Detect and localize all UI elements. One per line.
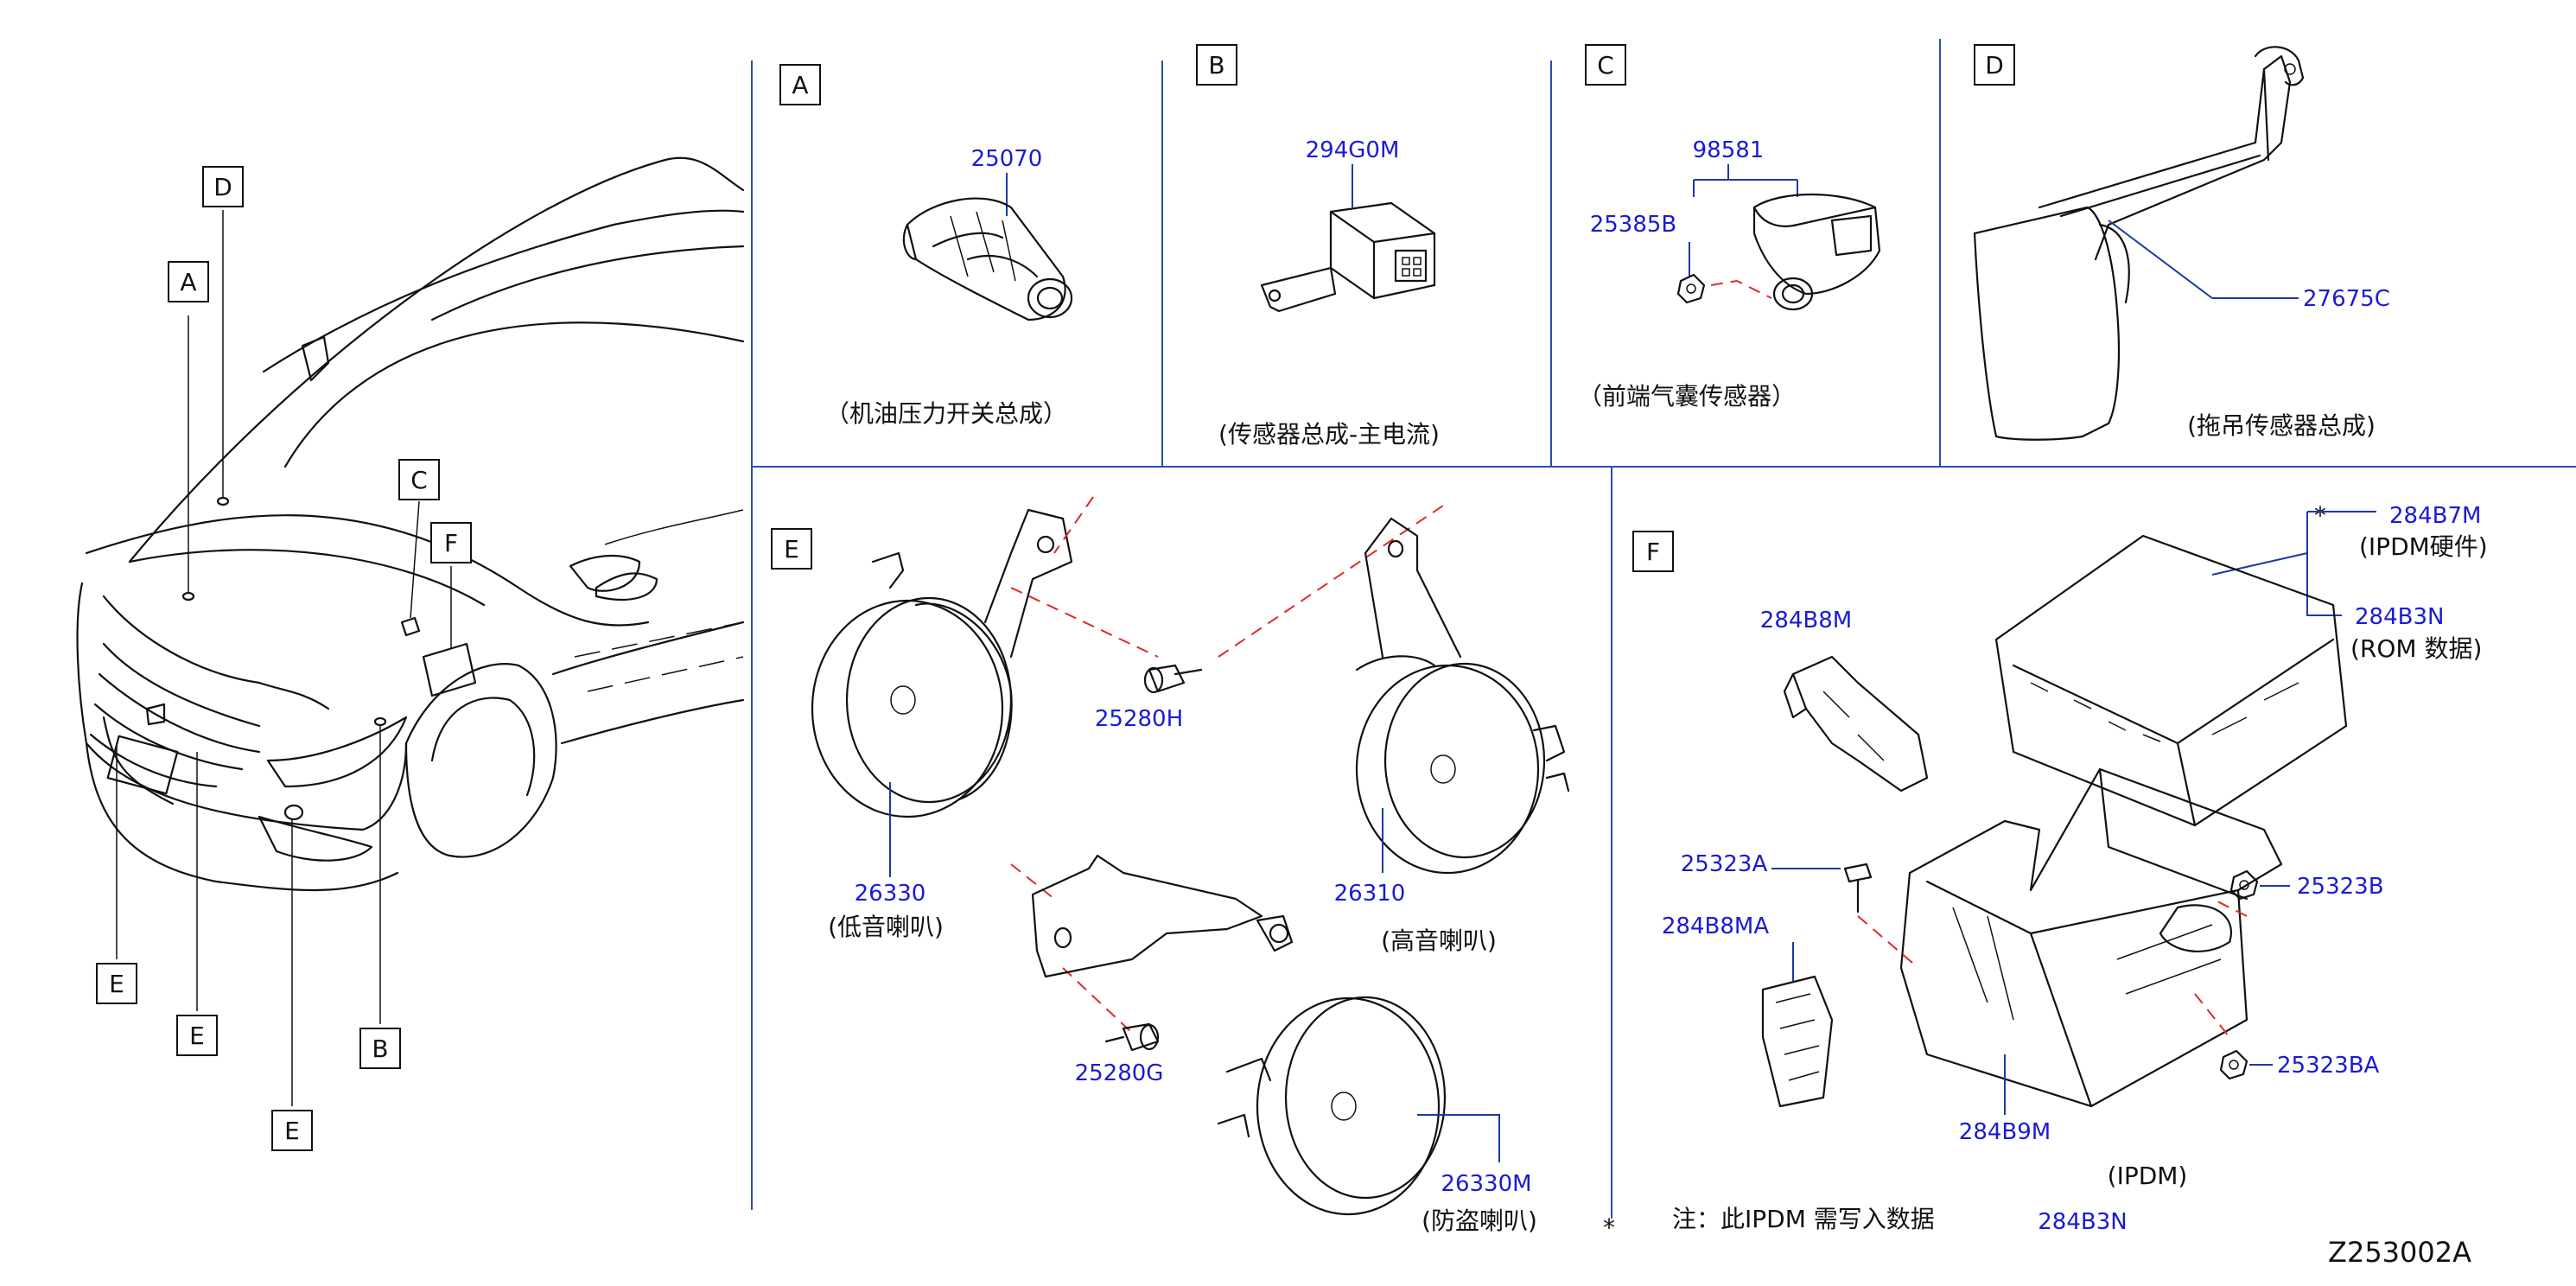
part-27675c: 27675C xyxy=(2303,286,2390,312)
svg-text:F: F xyxy=(444,529,458,557)
car-callout-d: D xyxy=(202,166,244,207)
panel-d-label: D xyxy=(1985,51,2004,80)
tow-sensor-icon xyxy=(1973,46,2305,441)
part-25385b: 25385B xyxy=(1590,212,1677,238)
panel-e: E 26330 (低音喇叭) 25280H xyxy=(771,496,1570,1235)
part-26330m: 26330M xyxy=(1441,1171,1531,1197)
footnote-star: * xyxy=(1603,1213,1615,1242)
note-rom-data: (ROM 数据) xyxy=(2350,634,2482,663)
security-horn-icon xyxy=(1217,996,1447,1216)
caption-low-horn: (低音喇叭) xyxy=(828,913,944,941)
star-marker: * xyxy=(2314,501,2326,530)
bolt-a-icon xyxy=(1843,863,1873,914)
bracket-a-icon xyxy=(1761,975,1834,1108)
panel-c-label: C xyxy=(1597,51,1614,80)
panel-a: A 25070 （机油压力开关总成） xyxy=(779,64,1073,428)
part-284b7m: 284B7M xyxy=(2389,503,2481,529)
caption-tow-sensor: (拖吊传感器总成) xyxy=(2187,411,2376,440)
svg-text:B: B xyxy=(372,1035,388,1063)
bolt-h-icon xyxy=(1143,664,1203,694)
caption-oil-pressure-switch: （机油压力开关总成） xyxy=(825,399,1067,428)
part-284b8ma: 284B8MA xyxy=(1662,914,1769,939)
part-284b8m: 284B8M xyxy=(1760,608,1852,633)
svg-text:E: E xyxy=(284,1117,300,1145)
high-horn-icon xyxy=(1355,517,1570,875)
panel-b-label: B xyxy=(1208,51,1224,80)
part-284b9m: 284B9M xyxy=(1959,1119,2051,1145)
car-callout-b: B xyxy=(359,1028,401,1069)
part-284b3n: 284B3N xyxy=(2355,604,2444,630)
car-illustration xyxy=(76,156,745,1106)
note-ipdm-hardware: (IPDM硬件) xyxy=(2359,532,2488,561)
part-294g0m: 294G0M xyxy=(1306,137,1400,163)
nut-ba-icon xyxy=(2219,1049,2248,1080)
caption-high-horn: (高音喇叭) xyxy=(1381,926,1497,955)
part-25280g: 25280G xyxy=(1075,1060,1164,1086)
footnote-part: 284B3N xyxy=(2038,1209,2127,1235)
svg-text:E: E xyxy=(189,1022,205,1050)
ipdm-cover-icon xyxy=(1994,534,2348,827)
part-25323a: 25323A xyxy=(1681,851,1768,877)
diagram-id: Z253002A xyxy=(2328,1236,2471,1269)
panel-separators xyxy=(751,39,2576,1219)
car-callout-e-2: E xyxy=(176,1015,218,1056)
nut-b-icon xyxy=(2229,869,2259,901)
car-callout-a: A xyxy=(168,261,209,302)
car-callout-e-1: E xyxy=(96,963,137,1004)
caption-ipdm: (IPDM) xyxy=(2108,1162,2188,1190)
car-callout-e-3: E xyxy=(271,1110,313,1151)
panel-f: F * 284B7M (IPDM硬件) 284B3N (ROM 数据) 284B… xyxy=(1632,501,2488,1190)
footnote: * 注：此IPDM 需写入数据 284B3N xyxy=(1603,1205,2128,1242)
caption-main-current-sensor: (传感器总成-主电流) xyxy=(1218,420,1440,449)
svg-text:C: C xyxy=(410,466,428,494)
car-callout-f: F xyxy=(430,522,472,563)
part-26310: 26310 xyxy=(1334,881,1406,907)
bolt-g-icon xyxy=(1104,1022,1160,1052)
panel-d: D 27675C (拖吊传感器总成) xyxy=(1973,44,2390,441)
panel-f-label: F xyxy=(1646,538,1660,566)
panel-c: C 98581 25385B （前端气囊传感器） xyxy=(1578,44,1881,411)
panel-e-label: E xyxy=(784,535,799,563)
low-horn-icon xyxy=(811,508,1073,818)
nut-icon xyxy=(1676,273,1706,304)
caption-front-airbag-sensor: （前端气囊传感器） xyxy=(1578,382,1796,411)
svg-text:E: E xyxy=(109,970,124,998)
panel-b: B 294G0M (传感器总成-主电流) xyxy=(1196,44,1440,449)
svg-text:A: A xyxy=(180,268,196,296)
panel-a-label: A xyxy=(792,71,808,99)
part-25323ba: 25323BA xyxy=(2277,1053,2380,1079)
part-26330: 26330 xyxy=(855,881,926,907)
front-airbag-sensor-icon xyxy=(1752,193,1881,311)
main-current-sensor-icon xyxy=(1260,201,1436,313)
bracket-icon xyxy=(1783,655,1929,793)
part-25323b: 25323B xyxy=(2297,874,2384,900)
ipdm-box-icon xyxy=(1899,767,2283,1108)
footnote-text: 注：此IPDM 需写入数据 xyxy=(1672,1205,1935,1233)
part-25280h: 25280H xyxy=(1095,706,1183,732)
part-98581: 98581 xyxy=(1693,137,1765,163)
caption-security-horn: (防盗喇叭) xyxy=(1422,1206,1537,1235)
svg-text:D: D xyxy=(213,173,232,201)
car-callout-c: C xyxy=(398,459,440,500)
oil-pressure-switch-icon xyxy=(902,197,1073,322)
part-25070: 25070 xyxy=(971,146,1043,172)
security-horn-bracket-icon xyxy=(1031,854,1294,978)
